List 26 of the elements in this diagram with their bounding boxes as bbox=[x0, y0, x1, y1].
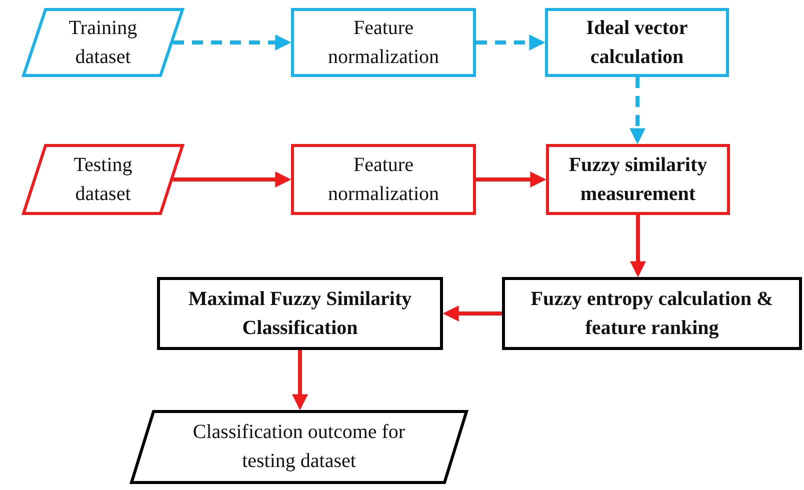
data-parallelogram bbox=[22, 8, 184, 77]
process-box bbox=[546, 144, 730, 215]
data-parallelogram bbox=[22, 144, 184, 215]
node-label: Feature normalization bbox=[326, 152, 440, 206]
process-box bbox=[502, 277, 802, 350]
node-label: Testing dataset bbox=[72, 152, 134, 206]
arrow bbox=[630, 215, 646, 278]
node-label: Fuzzy entropy calculation & feature ranking bbox=[530, 286, 774, 340]
node-label: Feature normalization bbox=[326, 16, 440, 70]
node-label: Ideal vector calculation bbox=[585, 16, 689, 70]
process-box bbox=[157, 277, 443, 350]
arrow bbox=[442, 306, 502, 322]
node-label: Classification outcome for testing dataset bbox=[192, 420, 406, 474]
arrow bbox=[292, 350, 308, 410]
arrow bbox=[630, 77, 646, 144]
node-label: Fuzzy similarity measurement bbox=[568, 152, 708, 206]
process-box bbox=[291, 144, 476, 215]
process-box bbox=[291, 8, 476, 77]
arrow bbox=[173, 34, 292, 50]
node-label: Maximal Fuzzy Similarity Classification bbox=[187, 286, 413, 340]
node-label: Training dataset bbox=[68, 16, 138, 70]
arrow bbox=[173, 172, 292, 188]
data-parallelogram bbox=[130, 410, 468, 484]
process-box bbox=[545, 8, 729, 77]
arrow bbox=[476, 172, 546, 188]
arrow bbox=[476, 34, 546, 50]
